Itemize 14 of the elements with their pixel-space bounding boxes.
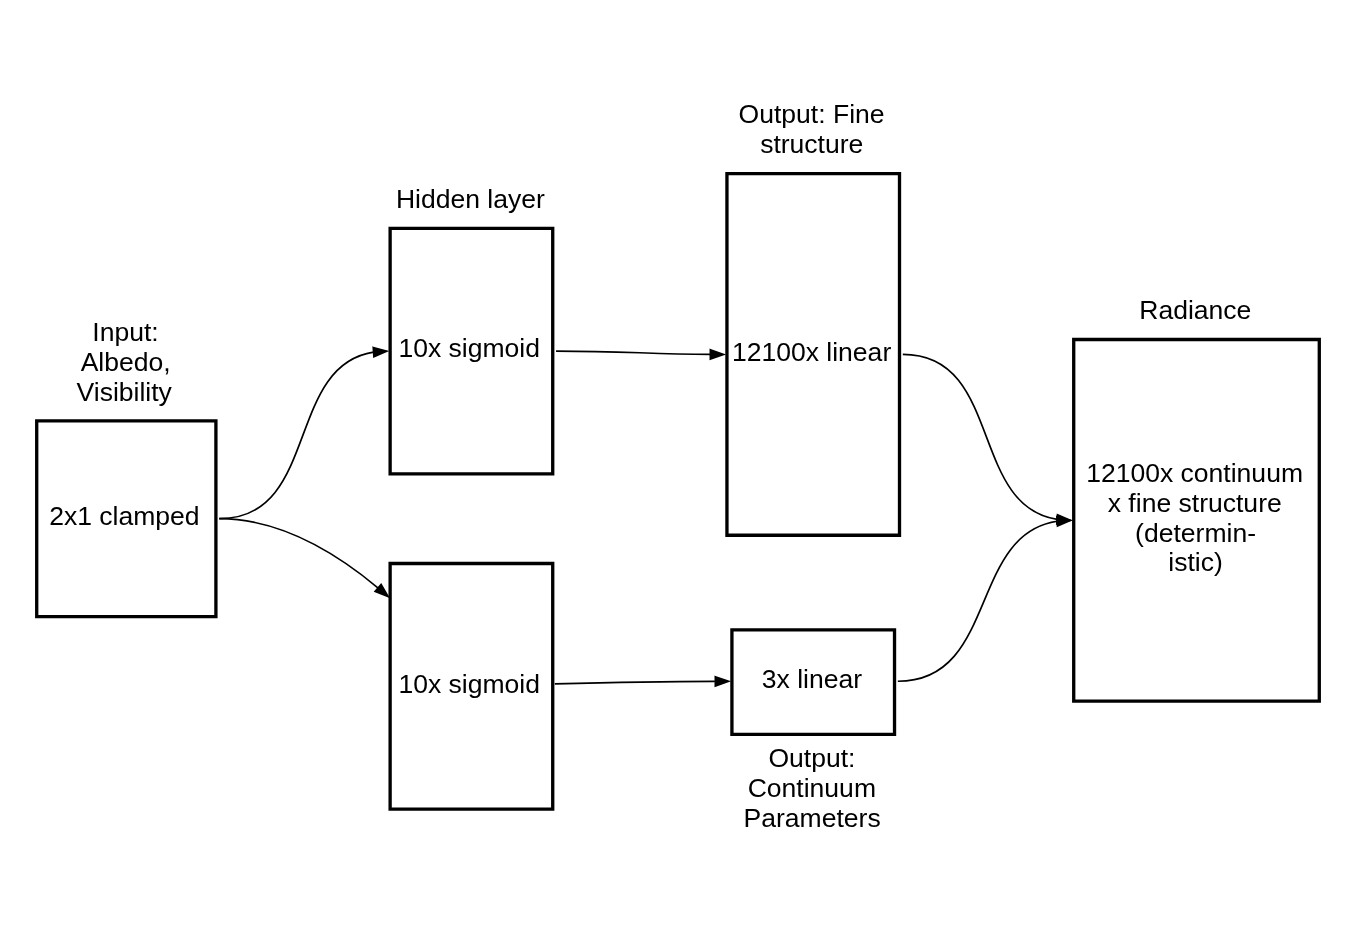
arrow: [553, 675, 732, 688]
node-box: 12100x linear: [725, 171, 902, 537]
arrow: [218, 517, 391, 599]
node-label: Hidden layer: [395, 184, 545, 215]
node-box: 12100x continuum x fine structure (determin- istic): [1072, 337, 1321, 703]
node-box: 10x sigmoid: [388, 226, 555, 476]
node-label: Radiance: [1139, 295, 1252, 326]
node-box: 2x1 clamped: [35, 419, 218, 619]
arrow: [555, 348, 727, 361]
node-label: Input: Albedo, Visibility: [76, 316, 172, 407]
node-label: Output: Continuum Parameters: [743, 743, 881, 833]
node-label: Output: Fine structure: [738, 99, 885, 160]
node-box: 3x linear: [730, 628, 897, 737]
node-box: 10x sigmoid: [388, 561, 555, 811]
